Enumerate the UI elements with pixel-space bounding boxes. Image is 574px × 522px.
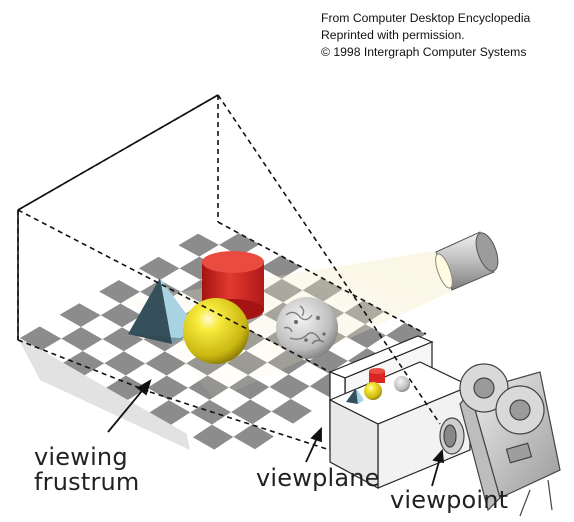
movie-camera xyxy=(439,363,561,517)
floor-tile xyxy=(123,339,165,364)
spotlight-lamp xyxy=(435,231,499,291)
credit-line-2: Reprinted with permission. xyxy=(321,28,465,42)
floor-tile xyxy=(159,268,201,292)
floor-tile xyxy=(81,315,123,340)
credit-line-3: © 1998 Intergraph Computer Systems xyxy=(321,45,527,59)
floor-tile xyxy=(106,375,148,400)
marble-sphere xyxy=(276,297,338,359)
floor-tile xyxy=(99,280,141,304)
floor-tile xyxy=(269,374,310,399)
label-arrows xyxy=(107,379,445,487)
floor-tile xyxy=(59,303,101,327)
viewplane-mini-scene xyxy=(346,368,410,404)
floor-tile xyxy=(252,411,293,437)
floor-tile xyxy=(41,338,83,363)
viewing-frustrum-label: viewing frustrum xyxy=(34,445,140,495)
floor-tile xyxy=(214,436,255,462)
floor-tile xyxy=(84,363,126,388)
viewplane-label: viewplane xyxy=(256,464,380,492)
floor-shadow xyxy=(18,338,190,450)
floor-tile xyxy=(198,222,239,245)
floor-tile xyxy=(171,412,212,438)
floor-tile xyxy=(219,233,260,257)
floor-tile xyxy=(386,322,426,347)
floor-tile xyxy=(149,400,191,425)
floor-tile xyxy=(119,268,160,292)
floor-tile xyxy=(178,233,220,257)
viewing-frustrum-label-line1: viewing xyxy=(34,443,128,471)
yellow-sphere xyxy=(183,298,249,364)
floor-tile xyxy=(271,398,312,424)
floor-tile xyxy=(128,387,169,413)
floor-tile xyxy=(192,424,234,450)
floor-tile xyxy=(100,303,142,328)
floor-tile xyxy=(233,424,274,450)
floor-tile xyxy=(145,351,187,376)
floor-tile xyxy=(125,363,167,388)
floor-tile xyxy=(168,387,210,413)
floor-tile xyxy=(288,361,329,387)
floor-tile xyxy=(239,244,281,268)
viewplane-box xyxy=(328,335,472,490)
red-cylinder xyxy=(202,251,264,321)
floor-tile xyxy=(39,314,82,339)
floor-tile xyxy=(61,326,103,351)
viewpoint-label: viewpoint xyxy=(390,486,509,514)
viewing-frustrum-label-line2: frustrum xyxy=(34,468,140,496)
frustum-edges xyxy=(17,94,441,451)
floor-tile xyxy=(231,399,272,425)
floor-tile xyxy=(158,245,200,269)
floor-tile xyxy=(102,327,144,352)
floor-tile xyxy=(290,386,331,411)
floor-tile xyxy=(20,326,62,351)
floor-tile xyxy=(147,375,189,401)
floor-tile xyxy=(211,412,253,437)
floor-tile xyxy=(166,363,208,388)
floor-tile xyxy=(250,386,291,412)
credit-line-1: From Computer Desktop Encyclopedia xyxy=(321,11,531,25)
floor-tile xyxy=(104,351,146,376)
floor-tile xyxy=(82,339,124,364)
floor-tile xyxy=(138,256,180,281)
frustum-solid-edges xyxy=(17,94,219,340)
copyright-credit: From Computer Desktop Encyclopedia Repri… xyxy=(321,10,530,61)
floor-tile xyxy=(79,291,121,316)
